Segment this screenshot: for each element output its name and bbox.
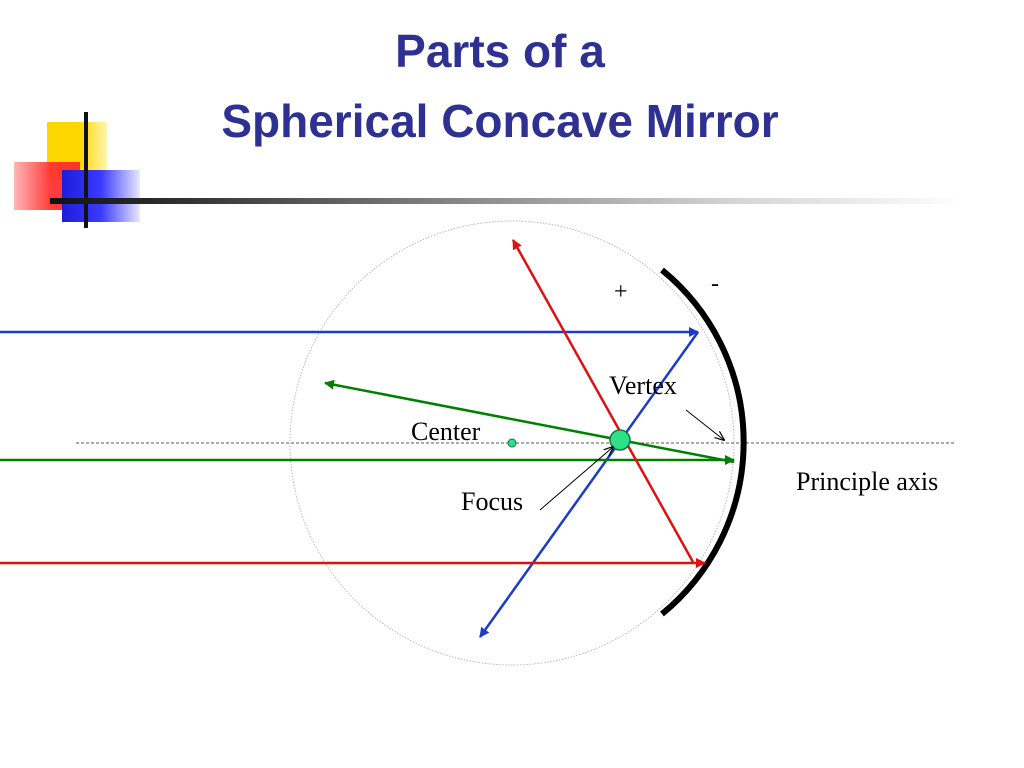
plus-sign-label: +: [614, 279, 628, 305]
decorative-vertical-line: [84, 112, 88, 228]
green-reflected-ray: [324, 379, 735, 464]
sphere-outline: [289, 220, 735, 666]
focus-label: Focus: [461, 487, 523, 516]
blue-reflected-ray: [478, 331, 700, 638]
vertex-pointer-line: [685, 409, 724, 440]
principle-axis-label: Principle axis: [796, 467, 938, 496]
focus-pointer-line: [539, 447, 613, 511]
focus-point: [609, 429, 631, 451]
vertex-label: Vertex: [609, 371, 677, 400]
red-reflected-ray: [511, 239, 695, 563]
slide-title-line-2: Spherical Concave Mirror: [221, 95, 779, 147]
concave-mirror: [660, 267, 747, 617]
minus-sign-label: -: [711, 271, 719, 297]
center-label: Center: [411, 417, 481, 446]
decorative-blue-square: [62, 170, 140, 222]
title-underline-rule: [50, 198, 965, 204]
center-point: [507, 438, 517, 448]
slide-title-line-1: Parts of a: [395, 25, 605, 77]
